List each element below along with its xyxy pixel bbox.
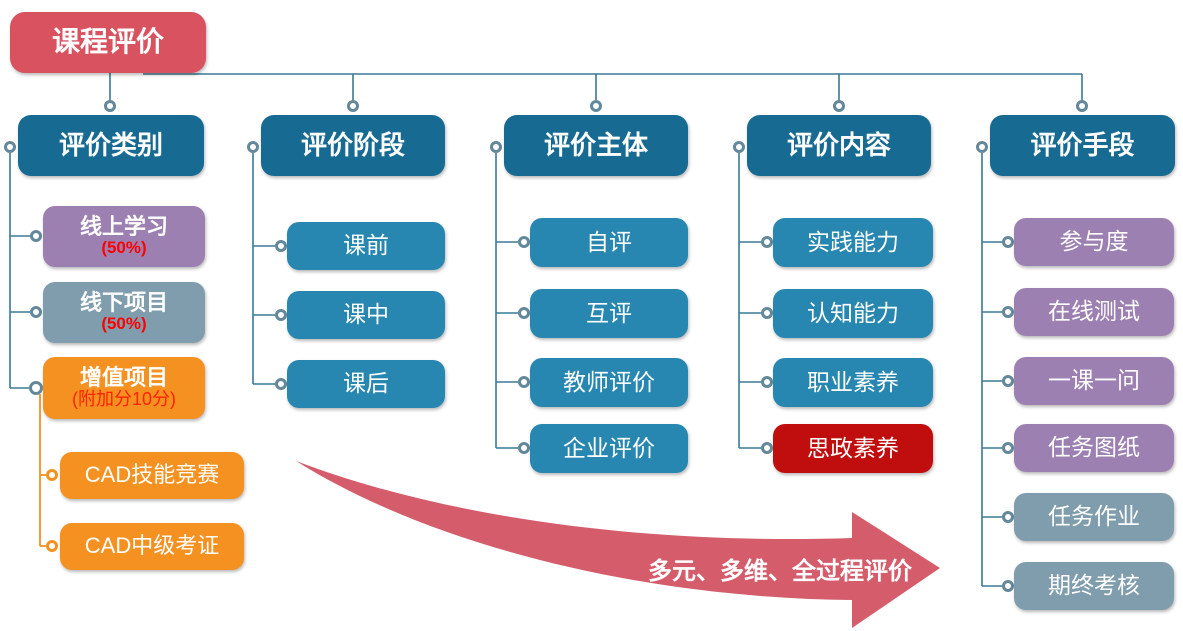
node-sublabel: (50%) [101,314,147,334]
node-task-drawing: 任务图纸 [1014,424,1174,472]
node-value-added-project: 增值项目 (附加分10分) [43,357,205,419]
root-label: 课程评价 [51,26,164,58]
node-label: 课前 [343,232,389,259]
node-label: 期终考核 [1048,572,1140,599]
node-label: 实践能力 [807,228,899,255]
node-ideological-political-quality: 思政素养 [773,424,933,473]
node-participation: 参与度 [1014,218,1174,266]
node-before-class: 课前 [287,222,445,270]
header-label: 评价阶段 [300,130,405,161]
header-label: 评价类别 [58,130,163,161]
node-sublabel: (50%) [101,238,147,258]
node-label: 线上学习 [79,214,168,240]
node-task-homework: 任务作业 [1014,493,1174,541]
node-label: 课中 [343,301,389,328]
header-evaluation-methods: 评价手段 [990,115,1175,176]
node-label: 在线测试 [1048,298,1140,325]
header-evaluation-stage: 评价阶段 [261,115,445,176]
node-cognitive-ability: 认知能力 [773,289,933,338]
node-teacher-evaluation: 教师评价 [530,358,688,407]
node-label: 思政素养 [807,434,899,461]
node-offline-project: 线下项目 (50%) [43,282,205,343]
header-evaluation-category: 评价类别 [18,115,204,176]
header-evaluation-content: 评价内容 [747,115,931,176]
node-professional-quality: 职业素养 [773,358,933,407]
node-label: 企业评价 [563,434,655,461]
node-label: 一课一问 [1048,367,1140,394]
node-label: 任务作业 [1048,503,1140,530]
node-label: CAD技能竞赛 [84,462,220,488]
node-in-class: 课中 [287,291,445,339]
node-sublabel: (附加分10分) [71,389,176,410]
node-label: CAD中级考证 [84,533,220,559]
node-peer-evaluation: 互评 [530,289,688,338]
arrow-label: 多元、多维、全过程评价 [648,558,912,585]
node-label: 自评 [586,228,632,255]
node-label: 教师评价 [563,368,655,395]
node-enterprise-evaluation: 企业评价 [530,424,688,473]
node-label: 认知能力 [807,299,899,326]
header-label: 评价内容 [786,130,891,161]
node-after-class: 课后 [287,360,445,408]
node-label: 线下项目 [79,290,168,316]
node-label: 职业素养 [807,368,899,395]
header-label: 评价主体 [543,130,648,161]
node-label: 互评 [586,299,632,326]
node-label: 任务图纸 [1048,434,1140,461]
node-cad-intermediate-certificate: CAD中级考证 [60,523,244,570]
node-final-assessment: 期终考核 [1014,562,1174,610]
root-course-evaluation: 课程评价 [10,12,206,73]
node-self-evaluation: 自评 [530,218,688,267]
node-online-learning: 线上学习 (50%) [43,206,205,267]
node-cad-skill-competition: CAD技能竞赛 [60,452,244,499]
node-one-question-per-class: 一课一问 [1014,357,1174,405]
header-label: 评价手段 [1030,130,1135,161]
node-practical-ability: 实践能力 [773,218,933,267]
node-label: 参与度 [1059,228,1129,255]
header-evaluation-subject: 评价主体 [504,115,688,176]
node-label: 增值项目 [79,365,168,390]
node-label: 课后 [343,370,389,397]
node-online-test: 在线测试 [1014,288,1174,336]
